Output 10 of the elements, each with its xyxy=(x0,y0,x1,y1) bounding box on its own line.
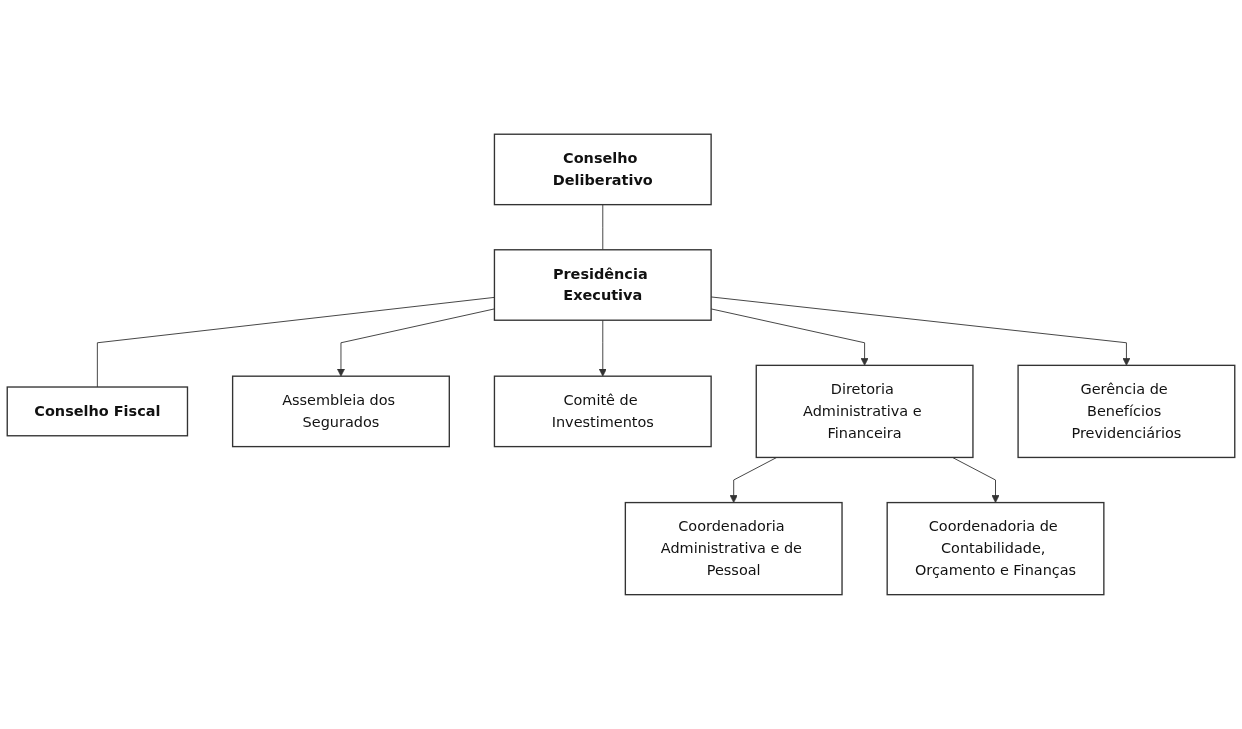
connector xyxy=(602,204,604,251)
node-box: Gerência de Benefícios Previdenciários xyxy=(1017,364,1236,459)
node-box: Coordenadoria Administrativa e de Pessoal xyxy=(624,501,843,596)
node-box: Comitê de Investimentos xyxy=(493,375,712,448)
node-box: Assembleia dos Segurados xyxy=(231,375,450,448)
node-box: Conselho Fiscal xyxy=(6,386,189,437)
node-box: Presidência Executiva xyxy=(493,249,712,321)
node-box: Conselho Deliberativo xyxy=(493,133,712,206)
node-box: Diretoria Administrativa e Financeira xyxy=(755,364,974,459)
node-box: Coordenadoria de Contabilidade, Orçamento e Finanças xyxy=(886,501,1105,596)
